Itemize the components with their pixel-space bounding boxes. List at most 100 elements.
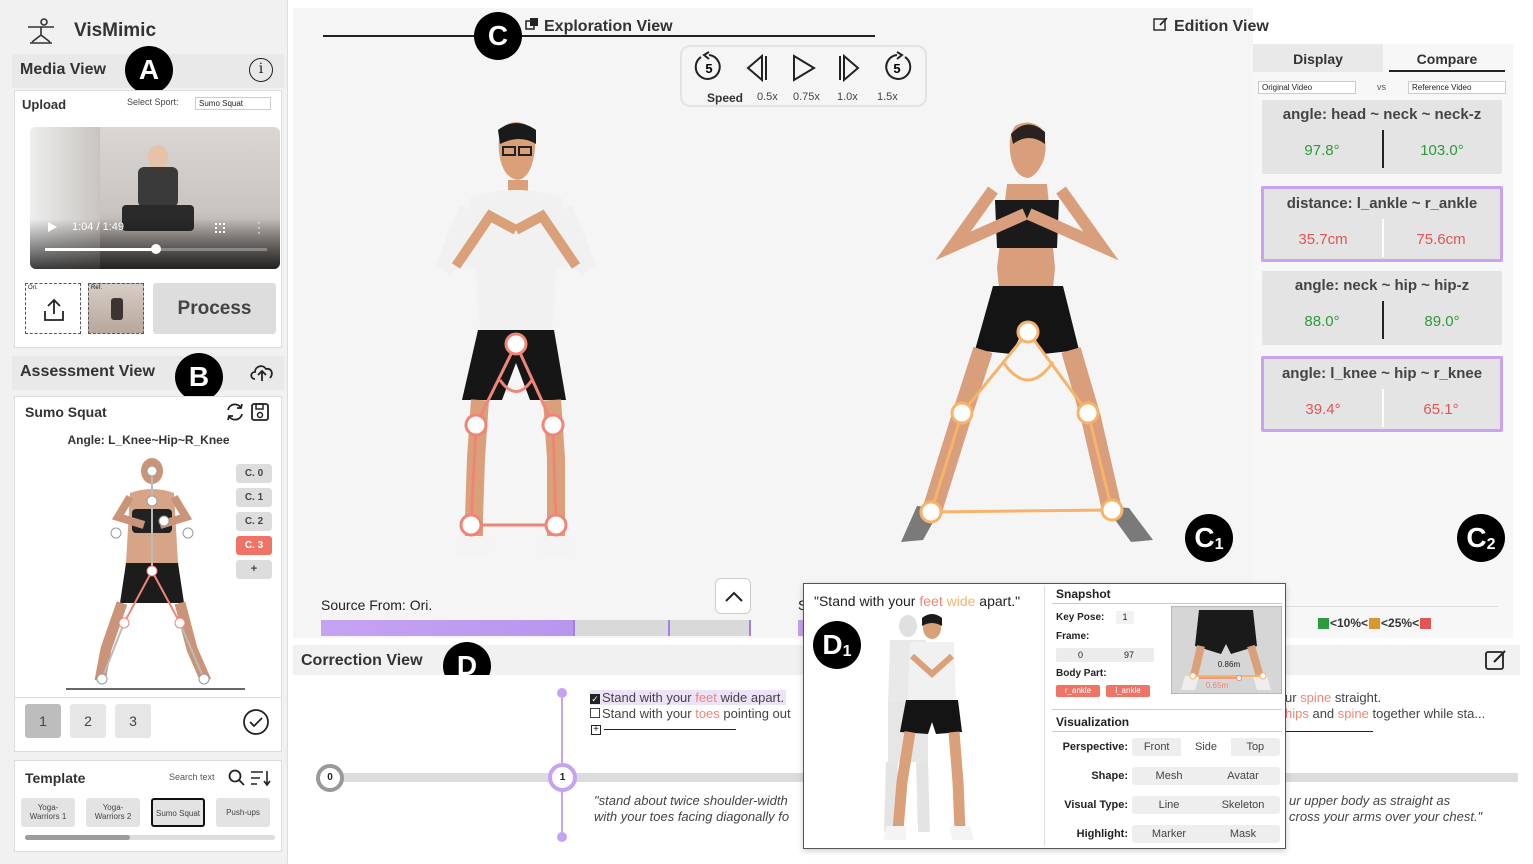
tab-exploration[interactable]: Exploration View [544, 18, 673, 35]
right-divider [1285, 731, 1373, 732]
cloud-upload-icon[interactable] [248, 361, 276, 383]
visual-type-skeleton[interactable]: Skeleton [1221, 799, 1265, 811]
metric-right-value: 103.0° [1420, 142, 1464, 159]
frame-label: Frame: [1056, 631, 1090, 642]
highlight-mask[interactable]: Mask [1229, 828, 1257, 840]
right-video-select[interactable]: Reference Video [1408, 81, 1506, 94]
playback-controls [680, 45, 927, 107]
timeline-dot-bottom [557, 832, 567, 842]
process-button[interactable]: Process [153, 283, 276, 334]
template-title: Template [25, 770, 86, 786]
template-item-push-ups[interactable]: Push-ups [216, 798, 270, 827]
play-icon[interactable] [48, 222, 57, 232]
page-button-3[interactable]: 3 [115, 704, 151, 738]
metric-title: angle: head ~ neck ~ neck-z [1282, 106, 1482, 123]
fullscreen-icon[interactable] [215, 223, 225, 233]
speed-0.75x[interactable]: 0.75x [793, 91, 820, 103]
confirm-check-icon[interactable] [242, 708, 270, 736]
collapse-button[interactable] [715, 578, 751, 614]
criterion-button-3[interactable]: C. 3 [236, 536, 272, 555]
metric-title: angle: neck ~ hip ~ hip-z [1294, 277, 1470, 294]
key-pose-input[interactable]: 1 [1116, 611, 1134, 624]
save-icon[interactable] [250, 402, 270, 422]
upload-slot-ref[interactable]: Ref. [88, 283, 144, 334]
sport-label: Select Sport: [127, 97, 179, 107]
tab-compare[interactable]: Compare [1389, 44, 1505, 72]
template-scrollbar[interactable] [25, 835, 275, 840]
timeline-node-1[interactable]: 1 [548, 763, 577, 792]
more-icon[interactable]: ··· [257, 215, 261, 239]
video-progress-handle[interactable] [151, 244, 161, 254]
template-item-yoga-2[interactable]: Yoga-Warriors 2 [86, 798, 140, 827]
upload-slot-ori[interactable]: Ori. [25, 283, 81, 334]
search-icon[interactable] [228, 769, 246, 787]
step-forward-icon[interactable] [836, 53, 866, 83]
shape-avatar[interactable]: Avatar [1227, 770, 1259, 782]
add-checklist-item[interactable]: + [591, 724, 736, 735]
metric-right-value: 89.0° [1424, 313, 1460, 330]
template-search-input[interactable]: Search text [169, 772, 215, 782]
info-icon[interactable]: i [249, 58, 273, 82]
step-back-icon[interactable] [740, 53, 770, 83]
assessment-title: Assessment View [20, 363, 155, 380]
metric-right-value: 75.6cm [1416, 231, 1466, 248]
play-button-icon[interactable] [791, 53, 817, 83]
page-button-1[interactable]: 1 [25, 704, 61, 738]
tab-edition[interactable]: Edition View [1174, 18, 1269, 35]
checklist-item-2[interactable]: Stand with your toes pointing out [590, 706, 804, 721]
checklist-item-1[interactable]: ✓Stand with your feet wide apart. [590, 690, 787, 705]
speed-0.5x[interactable]: 0.5x [757, 91, 778, 103]
edit-icon[interactable] [1484, 648, 1508, 672]
template-item-yoga-1[interactable]: Yoga-Warriors 1 [21, 798, 75, 827]
forward-5-icon[interactable]: 5 [881, 51, 913, 83]
overlay-avatars [884, 614, 974, 840]
add-criterion-button[interactable]: + [236, 560, 272, 579]
visualization-title: Visualization [1056, 715, 1130, 729]
source-timeline[interactable] [321, 620, 751, 636]
speed-1.5x[interactable]: 1.5x [877, 91, 898, 103]
svg-text:5: 5 [705, 61, 712, 76]
visual-type-line[interactable]: Line [1158, 799, 1180, 811]
perspective-front[interactable]: Front [1143, 741, 1170, 753]
original-avatar [435, 122, 597, 556]
exploration-tab-icon [525, 18, 538, 30]
highlight-toggle: Marker Mask [1132, 825, 1280, 843]
criterion-button-1[interactable]: C. 1 [236, 488, 272, 507]
left-video-select[interactable]: Original Video [1258, 81, 1356, 94]
tab-display[interactable]: Display [1253, 44, 1383, 72]
correction-title: Correction View [301, 652, 423, 669]
reference-avatar [901, 122, 1153, 542]
page-button-2[interactable]: 2 [70, 704, 106, 738]
snapshot-title: Snapshot [1056, 587, 1111, 601]
assessment-header [12, 356, 284, 390]
speed-1.0x[interactable]: 1.0x [837, 91, 858, 103]
body-part-r-ankle[interactable]: r_ankle [1056, 685, 1100, 697]
body-part-l-ankle[interactable]: l_ankle [1106, 685, 1150, 697]
body-part-label: Body Part: [1056, 668, 1107, 679]
shape-mesh[interactable]: Mesh [1155, 770, 1183, 782]
vs-label: vs [1377, 82, 1386, 92]
criterion-button-2[interactable]: C. 2 [236, 512, 272, 531]
sort-icon[interactable] [249, 769, 271, 787]
rewind-5-icon[interactable]: 5 [693, 51, 725, 83]
perspective-top[interactable]: Top [1246, 741, 1265, 753]
app-logo-icon [26, 18, 56, 44]
edit-tab-icon [1153, 17, 1168, 31]
threshold-divider [1262, 606, 1498, 607]
criterion-button-0[interactable]: C. 0 [236, 464, 272, 483]
refresh-icon[interactable] [224, 402, 246, 422]
source-label: Source From: Ori. [321, 597, 433, 613]
timeline-node-0[interactable]: 0 [316, 764, 344, 792]
sport-select[interactable]: Sumo Squat [195, 97, 271, 110]
highlight-marker[interactable]: Marker [1151, 828, 1187, 840]
perspective-side[interactable]: Side [1181, 738, 1231, 756]
template-item-sumo-squat[interactable]: Sumo Squat [151, 798, 205, 827]
thumb-ori-label: Ori. [28, 285, 38, 291]
app-title: VisMimic [74, 20, 157, 41]
